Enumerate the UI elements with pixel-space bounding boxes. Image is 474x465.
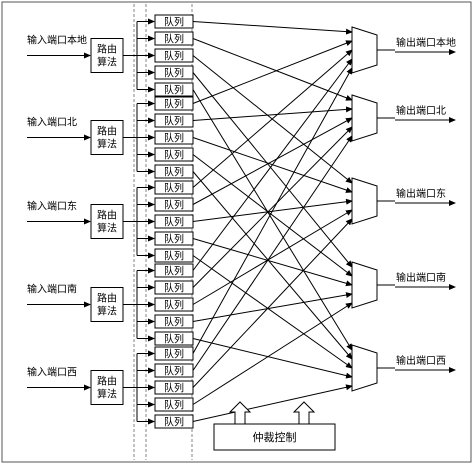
routing-algorithm-box — [90, 204, 124, 239]
output-mux — [351, 26, 378, 74]
queue-label: 队列 — [164, 416, 184, 429]
queue-label: 队列 — [164, 50, 184, 63]
queue-label: 队列 — [164, 233, 184, 246]
queue-label: 队列 — [164, 265, 184, 278]
crossbar-line — [192, 292, 353, 322]
routing-algorithm-box — [90, 120, 124, 155]
crossbar-line — [192, 49, 353, 188]
arbiter-box — [213, 423, 336, 451]
queue-label: 队列 — [164, 333, 184, 346]
crossbar-line — [192, 338, 353, 379]
queue-label: 队列 — [164, 399, 184, 412]
crossbar-line — [192, 72, 353, 268]
output-mux — [351, 344, 378, 392]
queue-label: 队列 — [164, 382, 184, 395]
crossbar-line — [192, 255, 353, 369]
queue-label: 队列 — [164, 166, 184, 179]
input-port-label: 输入端口东 — [27, 200, 77, 213]
crossbar-line — [192, 106, 353, 121]
input-port-label: 输入端口南 — [27, 283, 77, 296]
input-port-label: 输入端口本地 — [27, 34, 87, 47]
crossbar-line — [192, 58, 353, 271]
crossbar-line — [192, 154, 353, 277]
crossbar-line — [192, 40, 353, 104]
queue-label: 队列 — [164, 365, 184, 378]
routing-algorithm-label: 路由 — [97, 43, 117, 56]
queue-label: 队列 — [164, 182, 184, 195]
output-mux — [351, 261, 378, 309]
crossbar-line — [192, 21, 353, 35]
routing-algorithm-label: 算法 — [97, 388, 117, 401]
crossbar-line — [192, 218, 353, 388]
queue-label: 队列 — [164, 98, 184, 111]
queue-label: 队列 — [164, 149, 184, 162]
queue-column: 队列队列队列队列队列队列队列队列队列队列队列队列队列队列队列队列队列队列队列队列… — [154, 14, 194, 429]
queue-label: 队列 — [164, 282, 184, 295]
crossbar-line — [192, 126, 353, 288]
crossbar-line — [192, 384, 353, 422]
queue-label: 队列 — [164, 250, 184, 263]
output-port-label: 输出端口本地 — [396, 36, 456, 49]
crossbar-line — [192, 209, 353, 305]
output-port-label: 输出端口东 — [396, 187, 446, 200]
crossbar-line — [192, 238, 353, 287]
queue-label: 队列 — [164, 199, 184, 212]
queue-label: 队列 — [164, 299, 184, 312]
routing-algorithm-box — [90, 370, 124, 405]
crossbar-line — [192, 67, 353, 354]
queue-label: 队列 — [164, 67, 184, 80]
crossbar-line — [192, 135, 353, 371]
output-mux — [351, 94, 378, 142]
queue-label: 队列 — [164, 33, 184, 46]
input-port-label: 输入端口西 — [27, 366, 77, 379]
queue-label: 队列 — [164, 84, 184, 97]
queue-label: 队列 — [164, 115, 184, 128]
crossbar-line — [192, 89, 353, 351]
output-mux — [351, 177, 378, 225]
crossbar-connections — [192, 21, 353, 422]
arbiter-arrow-left — [228, 401, 252, 425]
routing-algorithm-label: 路由 — [97, 209, 117, 222]
output-port-label: 输出端口西 — [396, 354, 446, 367]
output-port-label: 输出端口南 — [396, 271, 446, 284]
routing-algorithm-label: 算法 — [97, 305, 117, 318]
output-port-label: 输出端口北 — [396, 104, 446, 117]
arbiter-arrow-right — [292, 401, 316, 425]
crossbar-line — [192, 302, 353, 405]
crossbar-line — [192, 38, 353, 101]
crossbar-line — [192, 171, 353, 360]
queue-label: 队列 — [164, 316, 184, 329]
queue-label: 队列 — [164, 216, 184, 229]
routing-algorithm-label: 算法 — [97, 56, 117, 69]
routing-algorithm-label: 算法 — [97, 222, 117, 235]
routing-algorithm-label: 路由 — [97, 125, 117, 138]
queue-label: 队列 — [164, 348, 184, 361]
input-ports: 输入端口本地路由算法输入端口北路由算法输入端口东路由算法输入端口南路由算法输入端… — [27, 18, 155, 425]
arbiter-label: 仲裁控制 — [253, 430, 297, 444]
routing-algorithm-label: 路由 — [97, 292, 117, 305]
crossbar-line — [192, 117, 353, 205]
routing-algorithm-box — [90, 287, 124, 322]
routing-algorithm-label: 算法 — [97, 138, 117, 151]
routing-algorithm-box — [90, 38, 124, 73]
queue-label: 队列 — [164, 132, 184, 145]
queue-label: 队列 — [164, 16, 184, 29]
input-port-label: 输入端口北 — [27, 116, 77, 129]
routing-algorithm-label: 路由 — [97, 375, 117, 388]
